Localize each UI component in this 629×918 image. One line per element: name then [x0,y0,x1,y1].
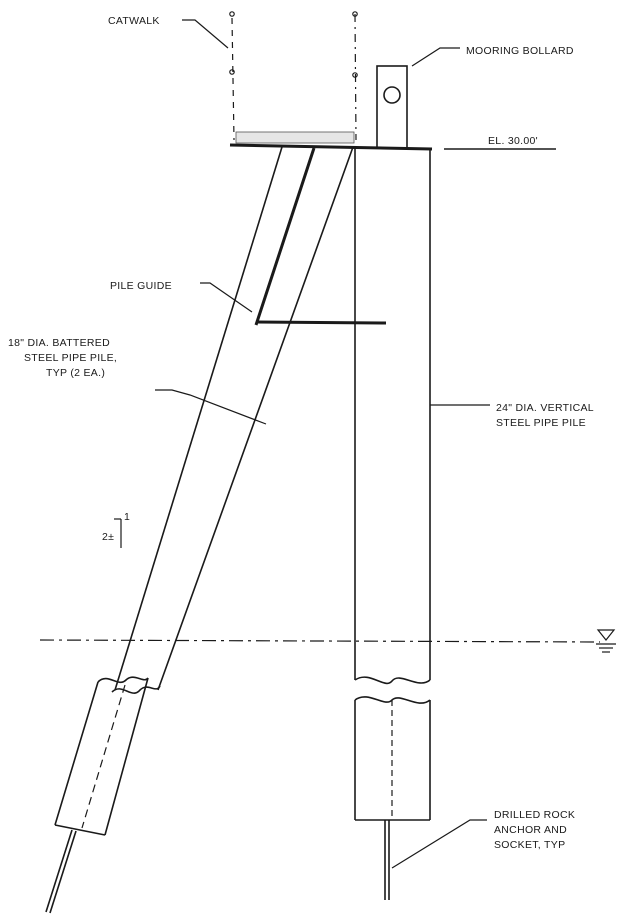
water-level-triangle-icon [596,629,616,653]
bollard-hole-icon [383,86,401,104]
pile-guide-label: PILE GUIDE [110,280,172,292]
leader-lines [155,19,490,869]
svg-text:TYP (2 EA.): TYP (2 EA.) [46,367,105,379]
mooring-bollard [376,65,408,149]
batter-ratio-rise: 1 [124,511,130,523]
rock-anchor-label: DRILLED ROCK ANCHOR AND SOCKET, TYP [494,809,575,851]
svg-text:ANCHOR AND: ANCHOR AND [494,824,567,836]
svg-text:STEEL PIPE PILE: STEEL PIPE PILE [496,417,586,429]
svg-text:STEEL PIPE PILE,: STEEL PIPE PILE, [24,352,117,364]
elevation-label: EL. 30.00' [488,135,538,147]
batter-slope-indicator: 1 2± [102,511,130,548]
mooring-bollard-label: MOORING BOLLARD [466,45,574,57]
batter-ratio-run: 2± [102,531,114,543]
svg-text:18" DIA. BATTERED: 18" DIA. BATTERED [8,337,110,349]
svg-text:SOCKET, TYP: SOCKET, TYP [494,839,565,851]
catwalk [229,11,358,144]
pile-guide [254,147,387,326]
vertical-pile-label: 24" DIA. VERTICAL STEEL PIPE PILE [496,402,594,429]
battered-pile [45,146,354,914]
svg-text:24" DIA. VERTICAL: 24" DIA. VERTICAL [496,402,594,414]
vertical-pile [354,148,431,900]
water-line [39,629,616,653]
battered-pile-label: 18" DIA. BATTERED STEEL PIPE PILE, TYP (… [8,337,117,379]
svg-text:DRILLED ROCK: DRILLED ROCK [494,809,575,821]
catwalk-label: CATWALK [108,15,160,27]
